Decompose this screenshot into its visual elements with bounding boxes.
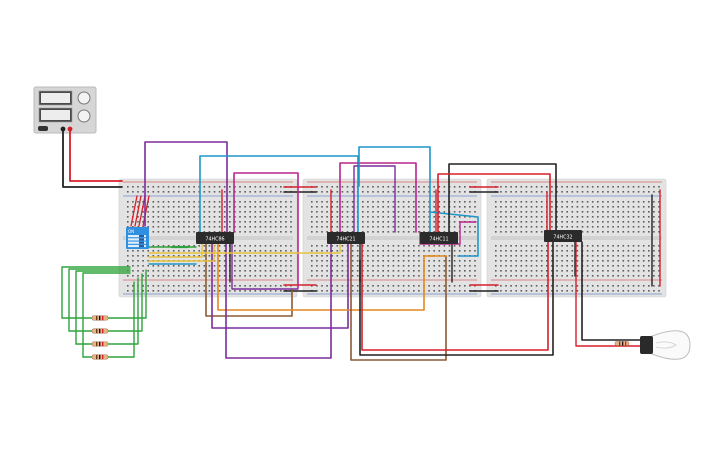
wire[interactable]	[358, 146, 431, 233]
dip-switch[interactable]: ON	[126, 227, 149, 249]
bulb-glass	[651, 330, 691, 360]
chip-label: 74HC32	[553, 235, 572, 241]
wire[interactable]	[350, 243, 447, 361]
wire[interactable]	[319, 243, 341, 254]
wire[interactable]	[144, 141, 228, 233]
resistors	[91, 315, 630, 360]
wire[interactable]	[575, 241, 641, 347]
wire[interactable]	[429, 211, 479, 257]
wire[interactable]	[130, 195, 138, 227]
wire[interactable]	[61, 266, 131, 319]
chip-label: 74HC86	[205, 237, 224, 243]
wire[interactable]	[437, 173, 551, 233]
wire[interactable]	[233, 172, 299, 289]
wire[interactable]	[142, 195, 150, 227]
wire[interactable]	[353, 165, 396, 233]
wire[interactable]	[211, 243, 349, 329]
light-bulb[interactable]	[640, 330, 691, 360]
wire[interactable]	[75, 270, 131, 345]
wire[interactable]	[61, 269, 147, 319]
chip-74HC11[interactable]: 74HC11	[420, 232, 458, 244]
wire[interactable]	[82, 272, 131, 358]
wire[interactable]	[581, 241, 641, 341]
wire[interactable]	[359, 241, 554, 356]
wire[interactable]	[148, 243, 215, 262]
chip-74HC86[interactable]: 74HC86	[196, 232, 234, 244]
chip-label: 74HC11	[429, 237, 448, 243]
chip-74HC32[interactable]: 74HC32	[544, 230, 582, 242]
power-switch[interactable]	[38, 126, 48, 131]
wire[interactable]	[148, 243, 203, 258]
bulb-base	[640, 336, 653, 354]
wire[interactable]	[69, 128, 123, 182]
power-supply[interactable]	[33, 86, 97, 134]
chip-label: 74HC21	[336, 237, 355, 243]
wire[interactable]	[448, 163, 557, 233]
current-knob[interactable]	[77, 109, 91, 123]
wire[interactable]	[199, 155, 359, 233]
wire[interactable]	[205, 243, 293, 317]
wire[interactable]	[138, 195, 146, 227]
chip-74HC21[interactable]: 74HC21	[327, 232, 365, 244]
wire[interactable]	[231, 243, 299, 290]
wire[interactable]	[68, 268, 131, 332]
wire[interactable]	[134, 195, 142, 227]
bulb-filament	[655, 341, 677, 349]
wire[interactable]	[339, 162, 417, 233]
dip-switch-label: ON	[128, 229, 134, 234]
wire[interactable]	[361, 241, 549, 351]
voltage-knob[interactable]	[77, 91, 91, 105]
wire[interactable]	[62, 128, 123, 188]
wire[interactable]	[217, 243, 435, 311]
wire[interactable]	[225, 243, 332, 359]
wire[interactable]	[459, 221, 477, 245]
